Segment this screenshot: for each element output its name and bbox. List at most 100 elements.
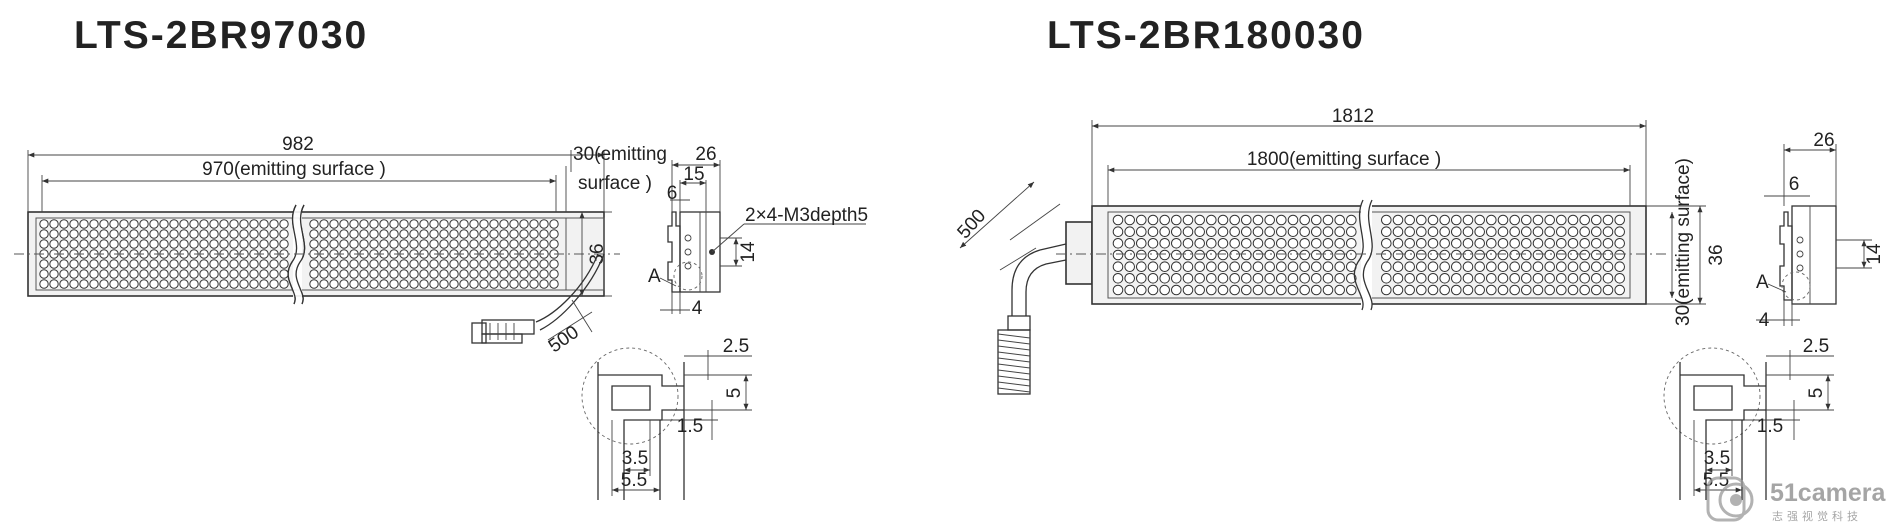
led-dot (1299, 284, 1310, 296)
led-dot (1381, 261, 1392, 273)
led-dot (149, 259, 159, 269)
led-dot (1252, 284, 1264, 296)
led-dot (1311, 214, 1322, 226)
led-dot (169, 259, 179, 269)
led-dot (1567, 261, 1579, 273)
led-dot (1241, 214, 1252, 226)
led-dot (119, 259, 129, 269)
led-dot (199, 279, 209, 289)
led-dot (1241, 284, 1252, 296)
led-dot (549, 259, 559, 269)
led-dot (1451, 238, 1462, 249)
led-dot (1544, 238, 1555, 249)
right-dim-1812: 1812 (1091, 106, 1647, 206)
led-dot (1381, 238, 1392, 249)
led-dot (1579, 273, 1590, 284)
led-dot (69, 279, 79, 289)
led-dot (1334, 284, 1345, 296)
led-dot (1136, 214, 1147, 226)
led-dot (479, 269, 489, 279)
led-dot (359, 229, 369, 239)
led-dot (1404, 249, 1415, 261)
led-dot (1462, 214, 1474, 226)
led-dot (59, 279, 69, 289)
led-dot (149, 239, 159, 249)
led-dot (369, 239, 379, 249)
led-dot (239, 259, 249, 269)
led-dot (519, 229, 529, 239)
right-dim-1800: 1800(emitting surface ) (1107, 149, 1631, 206)
led-dot (1567, 226, 1579, 237)
led-dot (1229, 284, 1240, 296)
led-dot (1147, 226, 1159, 237)
led-dot (59, 229, 69, 239)
led-dot (1567, 238, 1579, 249)
led-dot (1299, 261, 1310, 273)
led-dot (549, 269, 559, 279)
led-dot (389, 279, 399, 289)
led-dot (339, 229, 349, 239)
led-dot (1229, 261, 1240, 273)
led-dot (1252, 214, 1264, 226)
led-dot (519, 269, 529, 279)
led-dot (39, 229, 49, 239)
led-dot (499, 279, 509, 289)
led-dot (169, 279, 179, 289)
led-dot (319, 259, 329, 269)
led-dot (419, 279, 429, 289)
led-dot (159, 229, 169, 239)
led-dot (1322, 249, 1334, 261)
led-dot (159, 259, 169, 269)
led-dot (389, 239, 399, 249)
led-dot (1112, 284, 1124, 296)
right-dim-36: 36 (1646, 205, 1727, 305)
right-dim-height-label: 36 (1706, 244, 1727, 265)
led-dot (1381, 226, 1392, 237)
led-dot (1322, 261, 1334, 273)
led-dot (1241, 273, 1252, 284)
led-dot (509, 239, 519, 249)
led-dot (179, 219, 189, 229)
led-dot (419, 269, 429, 279)
led-dot (379, 269, 389, 279)
led-dot (1591, 226, 1602, 237)
led-dot (259, 259, 269, 269)
led-dot (1287, 238, 1299, 249)
led-dot (79, 269, 89, 279)
led-dot (1486, 226, 1497, 237)
left-detail-2-5-label: 2.5 (723, 336, 749, 357)
led-dot (129, 229, 139, 239)
led-dot (259, 229, 269, 239)
led-dot (1497, 226, 1509, 237)
left-detail-5-5-label: 5.5 (621, 470, 647, 491)
led-dot (1392, 261, 1404, 273)
led-dot (1171, 238, 1182, 249)
led-dot (1591, 249, 1602, 261)
led-dot (389, 269, 399, 279)
led-dot (1322, 226, 1334, 237)
led-dot (1206, 226, 1217, 237)
right-detail-3-5-label: 3.5 (1704, 448, 1730, 469)
led-dot (439, 219, 449, 229)
right-side-width-label: 26 (1813, 130, 1834, 151)
right-cable-connector: 500 (954, 181, 1067, 395)
led-dot (99, 259, 109, 269)
led-dot (1532, 214, 1544, 226)
led-dot (489, 239, 499, 249)
led-dot (329, 219, 339, 229)
led-dot (1416, 249, 1427, 261)
led-dot (1147, 249, 1159, 261)
led-dot (1334, 261, 1345, 273)
led-dot (1159, 226, 1170, 237)
led-dot (1299, 249, 1310, 261)
right-detail-5-label: 5 (1806, 388, 1827, 399)
led-dot (109, 269, 119, 279)
led-dot (1182, 214, 1194, 226)
led-dot (79, 279, 89, 289)
led-dot (89, 229, 99, 239)
led-dot (1486, 214, 1497, 226)
led-dot (1532, 273, 1544, 284)
led-dot (369, 229, 379, 239)
led-dot (1194, 284, 1205, 296)
left-dim-cable-label: 500 (545, 322, 583, 357)
